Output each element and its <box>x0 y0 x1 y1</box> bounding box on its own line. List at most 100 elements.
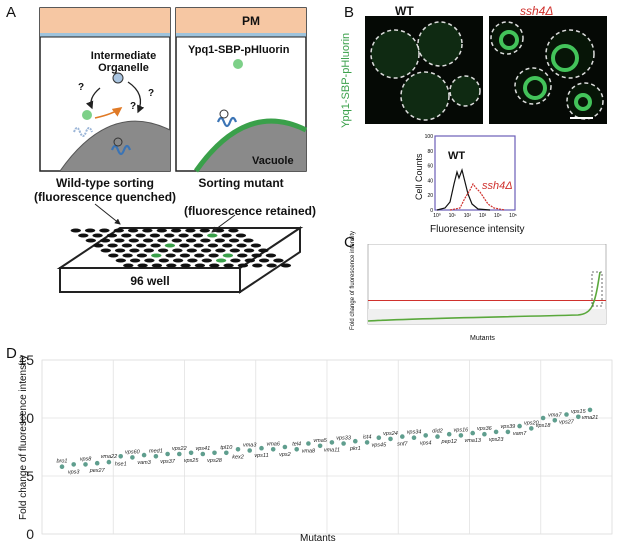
d-point <box>540 415 546 421</box>
d-point <box>529 426 534 431</box>
well <box>208 253 219 258</box>
hist-ytick-label: 20 <box>427 193 433 199</box>
well <box>157 248 169 253</box>
d-point <box>141 452 147 458</box>
d-point <box>247 448 252 453</box>
well <box>135 233 146 238</box>
d-point <box>470 430 476 436</box>
well <box>273 258 284 263</box>
d-point <box>282 444 288 450</box>
well <box>143 248 154 253</box>
well <box>99 238 111 243</box>
d-point-label: kex2 <box>232 454 244 460</box>
d-point <box>306 441 311 446</box>
d-point-label: vma6 <box>266 441 280 447</box>
d-ylabel: Fold change of fluorescence intensity <box>18 354 29 520</box>
well <box>243 248 255 253</box>
well <box>243 238 254 243</box>
well <box>127 228 139 233</box>
wt-cell-diagram <box>39 7 171 172</box>
hist-xtick-label: 10² <box>464 213 472 219</box>
d-ytick-label: 5 <box>26 468 34 484</box>
hist-ytick-label: 60 <box>427 164 433 170</box>
well <box>70 228 82 233</box>
d-point <box>552 418 558 423</box>
d-point <box>188 450 194 456</box>
d-point <box>270 447 276 452</box>
well <box>123 263 134 268</box>
d-point-label: snf7 <box>397 442 408 448</box>
vacuole-label: Vacuole <box>252 155 294 167</box>
d-point <box>493 429 499 435</box>
well <box>172 248 183 253</box>
pm-label: PM <box>242 14 260 28</box>
d-point <box>200 451 206 457</box>
d-point-label: vps36 <box>477 426 493 432</box>
well <box>223 263 234 268</box>
well <box>194 263 206 268</box>
wt-histogram-curve <box>436 167 491 211</box>
pm-band-left <box>40 8 170 33</box>
organelle-label-line1: Intermediate <box>90 50 157 62</box>
d-point-label: med1 <box>149 448 163 454</box>
well <box>99 228 110 233</box>
question-mark-1: ? <box>78 82 85 93</box>
well <box>106 233 118 238</box>
well <box>171 238 182 243</box>
well-plate <box>56 226 304 294</box>
organelle-circle <box>112 72 124 84</box>
d-point-label: vps41 <box>195 446 210 452</box>
well <box>193 243 204 248</box>
d-point <box>576 414 581 420</box>
d-point-label: vps45 <box>371 443 387 449</box>
well <box>250 243 262 248</box>
well <box>252 263 263 268</box>
well <box>164 233 175 238</box>
well <box>185 228 196 233</box>
d-point <box>59 464 65 469</box>
well <box>280 263 292 268</box>
d-point-label: vps33 <box>336 436 352 442</box>
well <box>142 228 153 233</box>
well <box>179 243 190 248</box>
d-point-label: vps37 <box>160 459 176 465</box>
micro-wt-label: WT <box>395 4 414 18</box>
d-point <box>294 447 300 452</box>
d-point <box>400 434 405 439</box>
mutant-sorting-title: Sorting mutant <box>198 176 284 190</box>
well <box>237 253 248 258</box>
d-point-label: vps34 <box>407 430 422 436</box>
well <box>129 258 141 263</box>
hist-xtick-label: 10³ <box>479 213 487 219</box>
well <box>114 248 126 253</box>
d-point <box>130 455 135 460</box>
question-mark-2: ? <box>148 88 155 99</box>
d-ytick-label: 10 <box>18 410 34 426</box>
panel-d-letter: D <box>6 345 17 362</box>
hist-ytick-label: 40 <box>427 178 433 184</box>
panel-a-letter: A <box>6 4 17 21</box>
d-point <box>177 451 182 457</box>
well <box>142 238 154 243</box>
d-point-label: vps28 <box>207 458 223 464</box>
d-point-label: vma7 <box>548 412 562 418</box>
c-xlabel: Mutants <box>470 335 495 342</box>
hist-wt-label: WT <box>448 150 466 162</box>
d-point <box>118 454 123 459</box>
d-point <box>446 431 452 437</box>
d-point <box>517 423 522 429</box>
panel-a-figure <box>39 7 308 294</box>
well <box>107 243 118 248</box>
d-point <box>564 412 569 417</box>
organelle-label-line2: Organelle <box>98 62 149 74</box>
d-point <box>341 441 346 446</box>
d-ytick-label: 15 <box>18 352 34 368</box>
wt-sorting-subtitle: (fluorescence quenched) <box>33 190 177 204</box>
panel-c-chart <box>367 244 607 325</box>
well <box>156 228 167 233</box>
well <box>185 238 197 243</box>
well <box>136 243 147 248</box>
